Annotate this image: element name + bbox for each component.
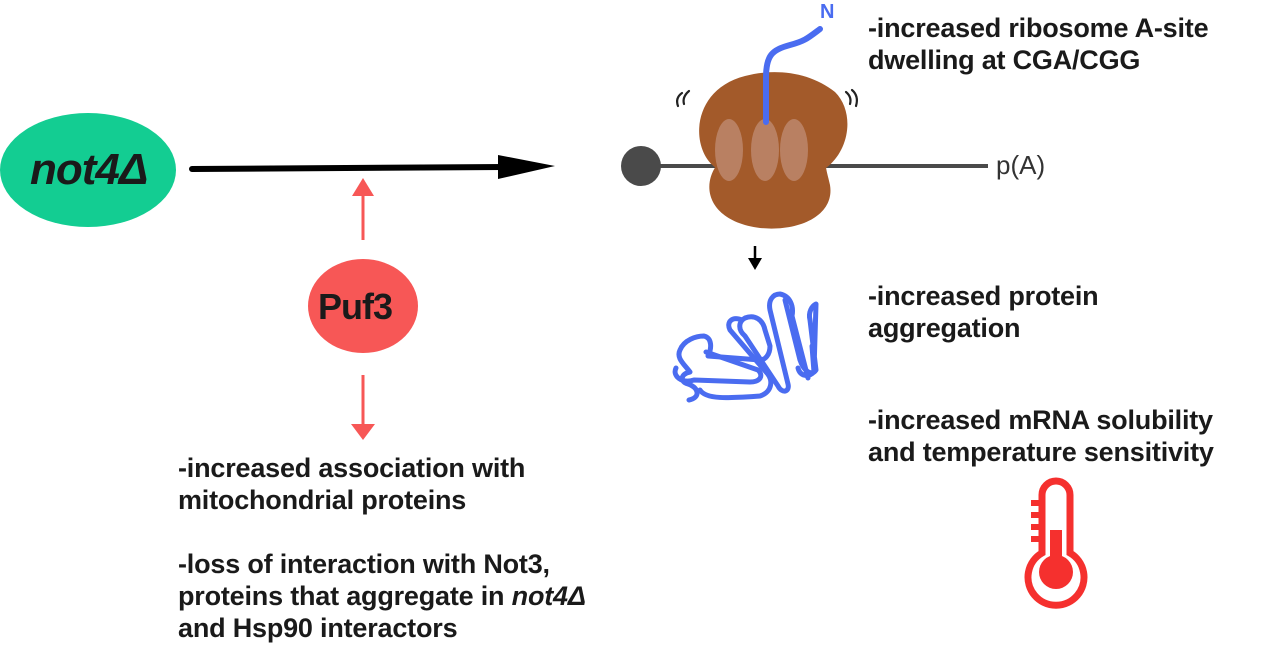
main-arrow (189, 155, 555, 179)
ribosome-motion-left (676, 89, 691, 108)
ribosome-site-p (751, 119, 779, 181)
effect-loss-line2-gene: not4Δ (511, 581, 586, 611)
effect-loss-line3: and Hsp90 interactors (178, 613, 458, 643)
aggregated-protein-icon (672, 291, 819, 403)
puf3-node (308, 259, 418, 353)
effect-mitochondrial-association: -increased association with mitochondria… (178, 452, 525, 516)
nascent-peptide (763, 26, 823, 125)
effect-loss-line1: -loss of interaction with Not3, (178, 549, 550, 579)
effect-aggregation-line2: aggregation (868, 313, 1021, 343)
effect-loss-of-interaction: -loss of interaction with Not3, proteins… (178, 548, 586, 644)
small-down-arrow (748, 246, 762, 270)
effect-ribosome-dwelling: -increased ribosome A-site dwelling at C… (868, 12, 1209, 76)
thermometer-icon (1024, 477, 1088, 609)
effect-ribosome-line2: dwelling at CGA/CGG (868, 45, 1141, 75)
puf3-label: Puf3 (318, 286, 393, 327)
not4-label: not4Δ (30, 145, 148, 194)
effect-loss-line2: proteins that aggregate in not4Δ (178, 580, 586, 612)
puf3-up-arrow (352, 178, 374, 240)
ribosome (676, 26, 858, 229)
ribosome-site-e (715, 119, 743, 181)
effect-mrna-line1: -increased mRNA solubility (868, 405, 1213, 435)
effect-mrna-solubility: -increased mRNA solubility and temperatu… (868, 404, 1214, 468)
mrna-cap (621, 146, 661, 186)
puf3-down-arrow (351, 375, 375, 440)
effect-mito-line1: -increased association with (178, 453, 526, 483)
effect-mrna-line2: and temperature sensitivity (868, 437, 1214, 467)
effect-protein-aggregation: -increased protein aggregation (868, 280, 1099, 344)
effect-mito-line2: mitochondrial proteins (178, 485, 467, 515)
ribosome-site-a (780, 119, 808, 181)
ribosome-motion-right (844, 88, 858, 108)
not4-node (0, 113, 176, 227)
polya-tail-label: p(A) (996, 150, 1046, 180)
effect-ribosome-line1: -increased ribosome A-site (868, 13, 1209, 43)
ribosome-small-subunit (709, 166, 831, 229)
effect-loss-line2-text: proteins that aggregate in (178, 581, 512, 611)
peptide-n-terminus-label: N (820, 1, 835, 23)
effect-aggregation-line1: -increased protein (868, 281, 1099, 311)
